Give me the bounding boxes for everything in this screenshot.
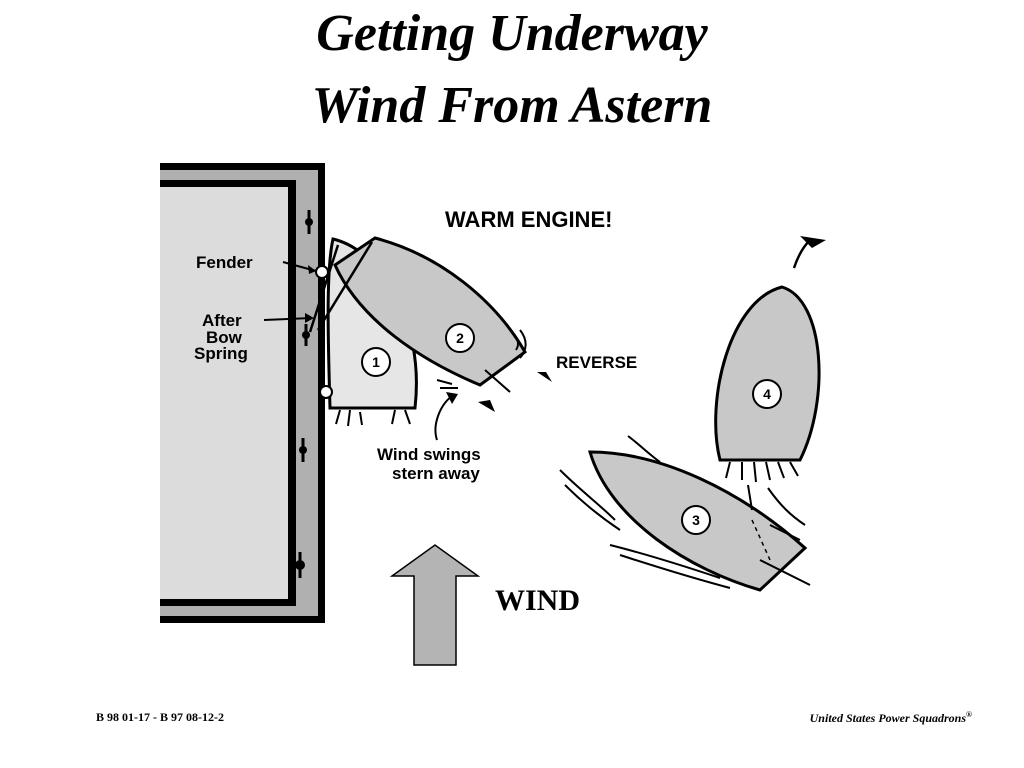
wind-swings-label-1: Wind swings (377, 445, 481, 464)
cleat-icon (302, 324, 310, 346)
dock (160, 163, 325, 623)
direction-arrow-icon (800, 236, 826, 248)
fender-icon (315, 265, 329, 279)
reverse-arrow-icon (478, 400, 495, 412)
reverse-label: REVERSE (556, 353, 637, 372)
reverse-arrow-icon (537, 372, 552, 382)
boat-3-label: 3 (692, 512, 700, 528)
dock-lines (308, 241, 374, 399)
wind-label: WIND (495, 584, 580, 617)
title-line-1: Getting Underway (316, 5, 708, 62)
cleat-icon (295, 552, 305, 578)
fender-icon (319, 385, 333, 399)
wind-arrow-icon (389, 544, 481, 666)
wind-swings-label-2: stern away (392, 464, 480, 483)
boat-4-label: 4 (763, 386, 771, 402)
footer-org-name: United States Power Squadrons (809, 711, 967, 725)
boat-2-label: 2 (456, 330, 464, 346)
boat-3: 3 (559, 435, 811, 592)
boat-1-label: 1 (372, 354, 380, 370)
after-bow-label-2: Bow (206, 328, 243, 347)
after-bow-label-1: After (202, 311, 242, 330)
registered-mark: ® (966, 710, 972, 719)
footer-course-code: B 98 01-17 - B 97 08-12-2 (96, 710, 224, 724)
warm-engine-label: WARM ENGINE! (445, 207, 612, 232)
after-bow-label-3: Spring (194, 344, 248, 363)
cleat-icon (305, 210, 313, 234)
cleat-icon (299, 438, 307, 462)
footer-organization: United States Power Squadrons® (810, 710, 972, 726)
title-line-2: Wind From Astern (311, 77, 713, 134)
fender-label: Fender (196, 253, 253, 272)
boat-2: 2 (333, 236, 527, 389)
boat-4: 4 (714, 236, 826, 526)
